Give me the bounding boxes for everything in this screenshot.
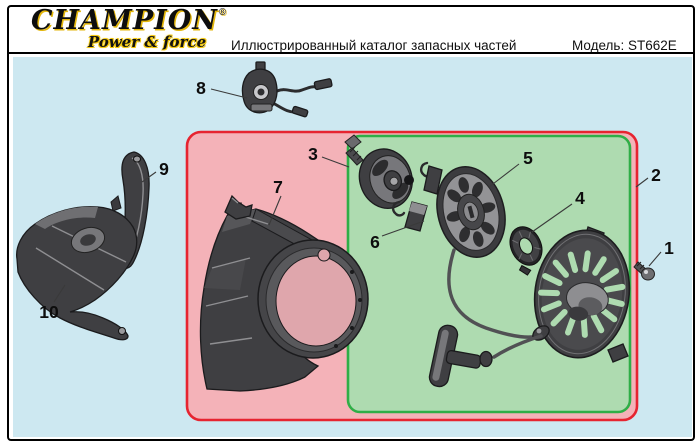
callout-8-label: 8 xyxy=(196,78,206,98)
header-divider xyxy=(9,52,693,54)
callout-4-label: 4 xyxy=(575,188,585,208)
starter-cup-assembly xyxy=(358,148,413,209)
part-6-pawl-set xyxy=(391,161,443,232)
starter-handle xyxy=(428,324,493,388)
callout-1-label: 1 xyxy=(664,238,674,258)
wire-connector-upper xyxy=(313,78,333,91)
switch-wire-upper xyxy=(273,85,318,94)
catalog-title: Иллюстрированный каталог запасных частей xyxy=(231,38,517,53)
registered-mark: ® xyxy=(217,8,227,18)
callout-5-leader xyxy=(488,163,520,188)
callout-6-leader xyxy=(381,220,425,237)
pawl-spring-lower xyxy=(391,200,406,217)
callout-8-leader xyxy=(210,88,248,99)
brand-logo: CHAMPION® Power & force xyxy=(31,5,227,51)
pawl-pin xyxy=(404,175,414,185)
callout-7-label: 7 xyxy=(273,177,283,197)
callout-2-leader xyxy=(635,177,649,188)
brand-name: CHAMPION xyxy=(31,5,218,36)
recoil-starter-assembly xyxy=(532,226,631,363)
callout-2-label: 2 xyxy=(651,165,661,185)
part-10-guard-cover xyxy=(16,206,138,341)
part-3-bolt xyxy=(344,134,364,166)
starter-bottom-ear xyxy=(607,343,629,363)
pawl-upper xyxy=(423,165,443,195)
callout-7-leader xyxy=(268,195,282,226)
part-7-fan-housing xyxy=(199,194,369,392)
callout-9-label: 9 xyxy=(159,159,169,179)
part-5-rope-pulley xyxy=(436,166,506,258)
callout-10-leader xyxy=(53,284,66,303)
handle-rope xyxy=(492,334,543,359)
part-4-rope-grommet xyxy=(509,226,543,276)
starter-vent-slots xyxy=(538,250,626,338)
callout-5-label: 5 xyxy=(523,148,533,168)
callout-1-leader xyxy=(648,251,662,267)
callout-3-leader xyxy=(321,156,350,168)
housing-ring-opening xyxy=(275,255,357,347)
callout-3-label: 3 xyxy=(308,144,318,164)
grommet-hole xyxy=(518,237,534,255)
callout-6-label: 6 xyxy=(370,232,380,252)
model-label: Модель: ST662E xyxy=(572,38,677,53)
wire-connector-lower xyxy=(291,105,309,118)
callout-10-label: 10 xyxy=(39,302,59,322)
callout-4-leader xyxy=(531,203,573,233)
part-8-ignition-switch xyxy=(241,61,333,118)
housing-small-hole xyxy=(317,248,331,262)
callout-9-leader xyxy=(141,171,157,183)
part-1-flange-bolt xyxy=(633,261,655,281)
starter-rope xyxy=(447,248,543,339)
brand-tagline: Power & force xyxy=(87,33,207,51)
housing-bracket-tab xyxy=(224,194,253,220)
page-header: CHAMPION® Power & force Иллюстрированный… xyxy=(9,5,693,53)
